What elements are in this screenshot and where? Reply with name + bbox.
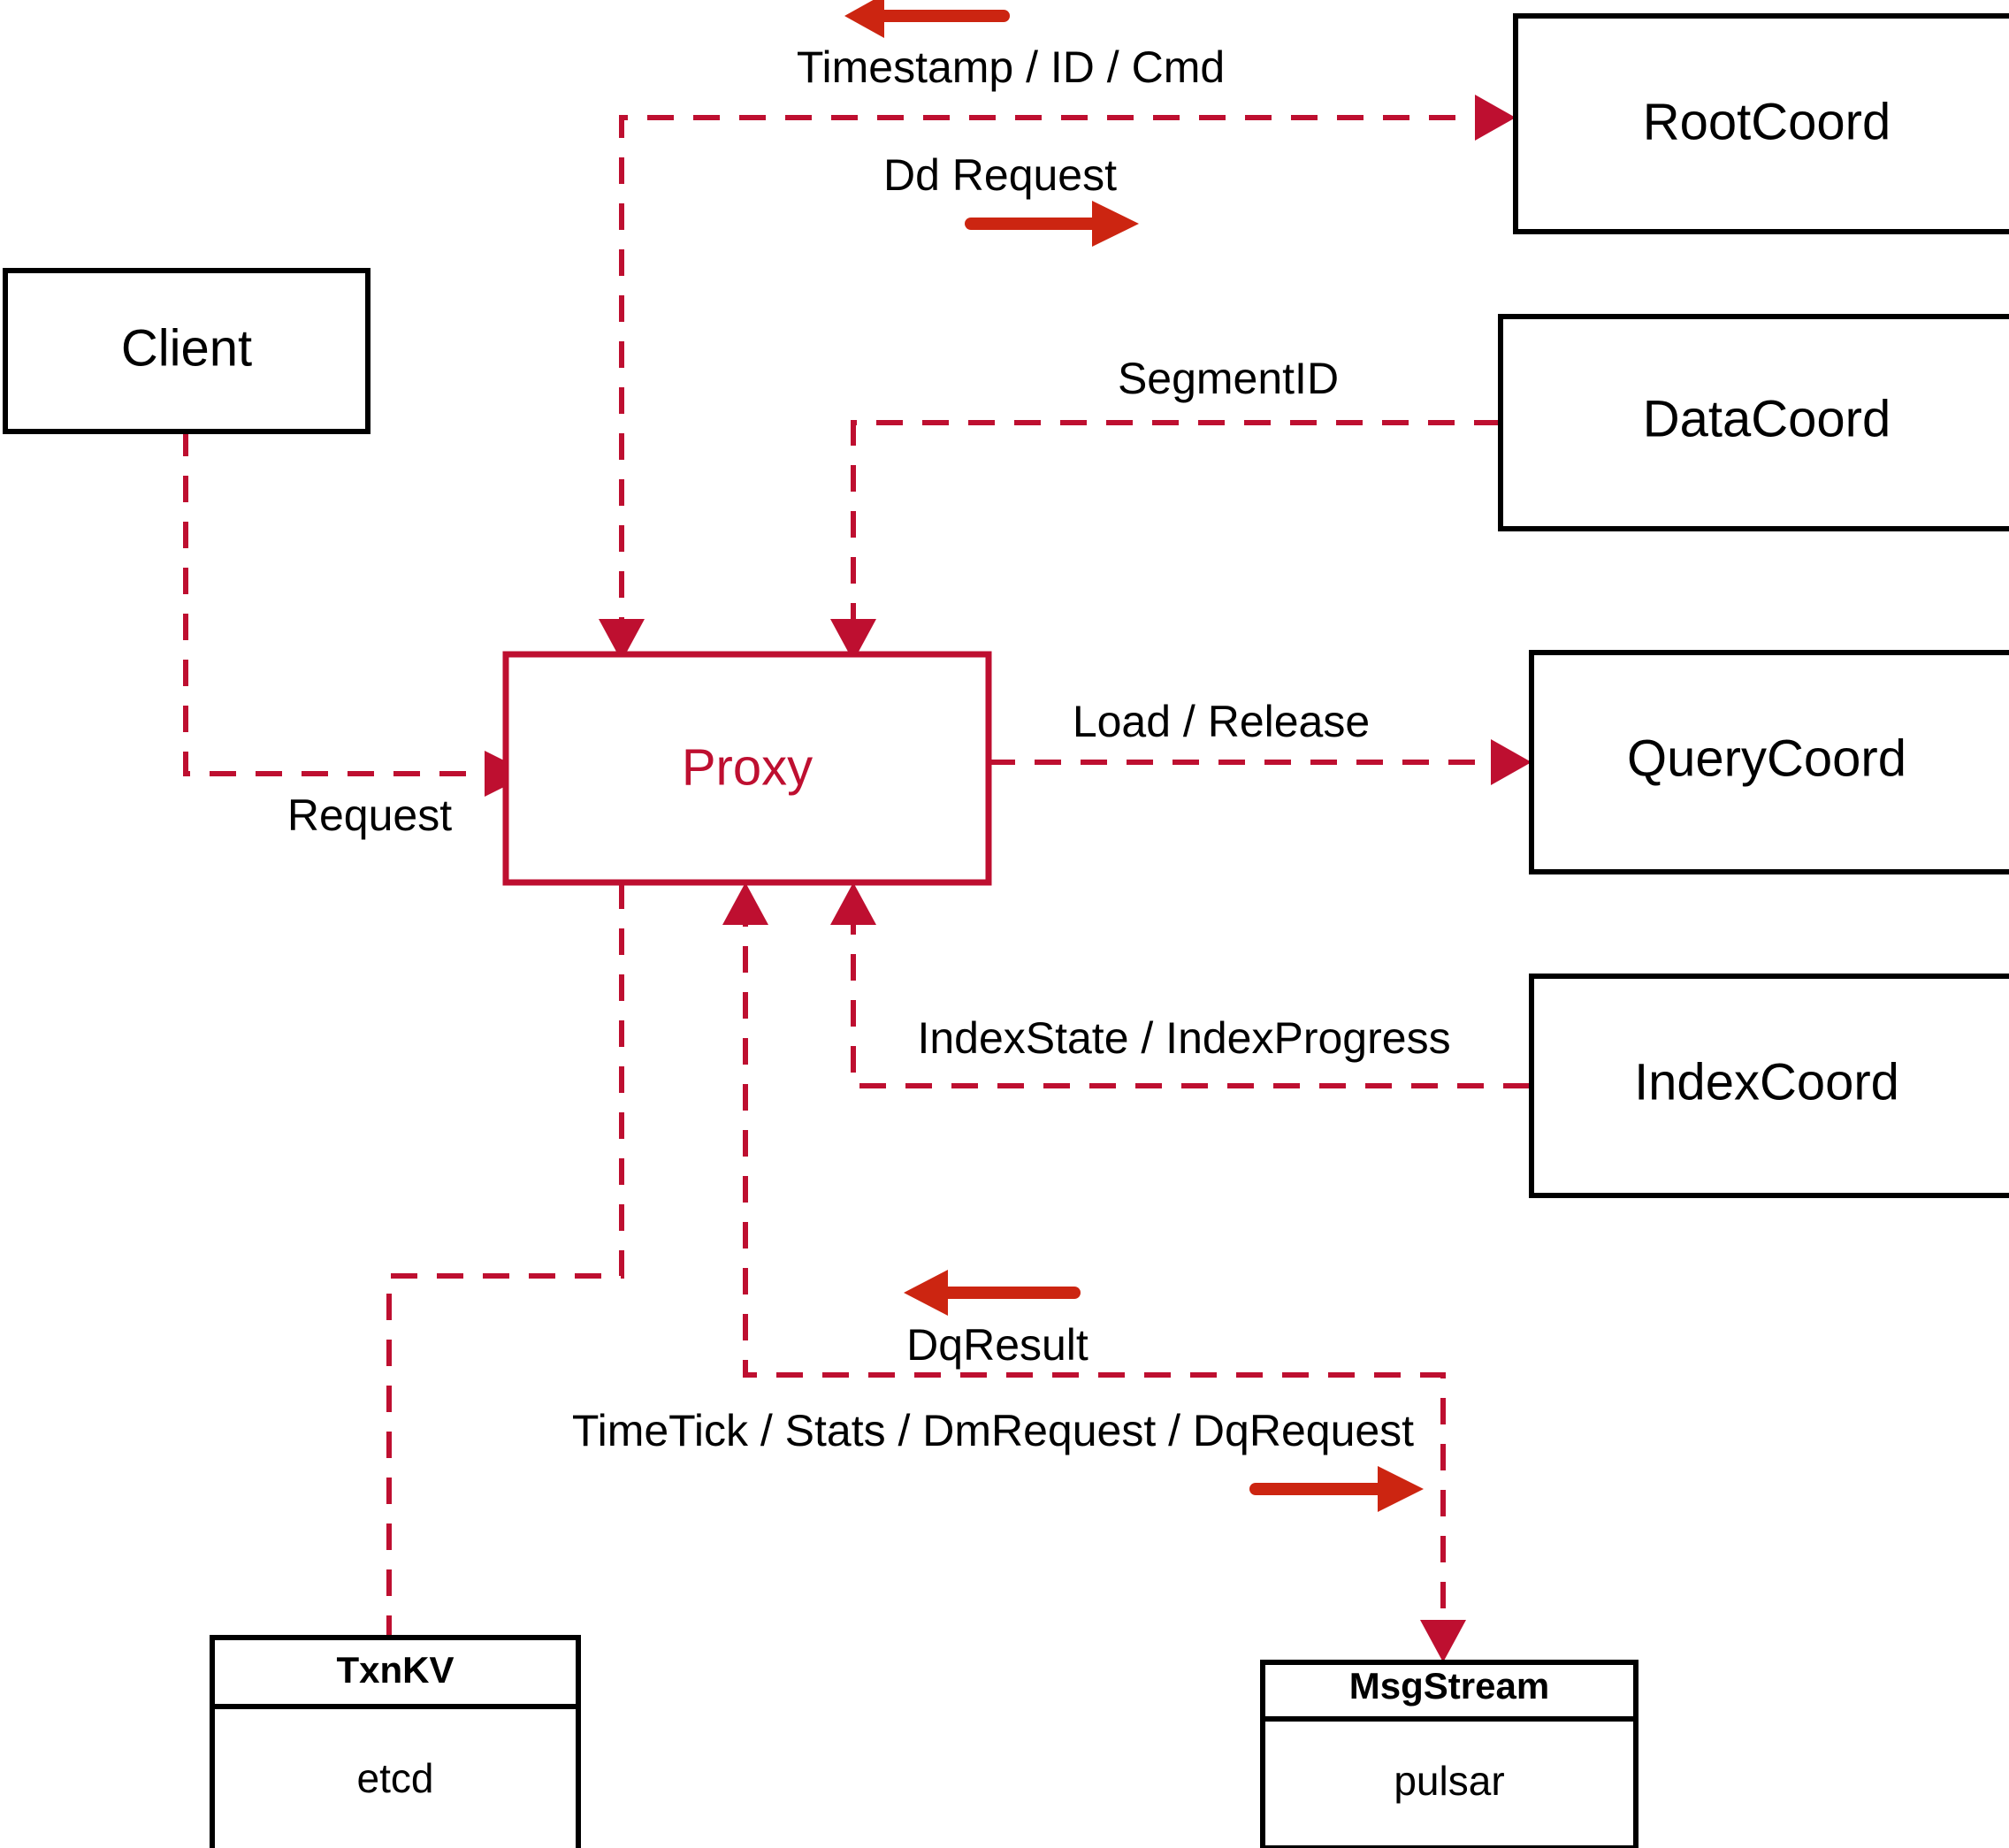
flow-arrow-dd-request-right	[965, 201, 1139, 247]
edge-label-request: Request	[287, 790, 452, 840]
edge-dd-request	[599, 95, 1516, 661]
node-datacoord-label: DataCoord	[1643, 390, 1891, 447]
node-txnkv-impl: etcd	[357, 1755, 434, 1801]
node-indexcoord[interactable]: IndexCoord	[1529, 974, 2009, 1198]
edge-label-load-release: Load / Release	[1073, 697, 1370, 746]
node-querycoord[interactable]: QueryCoord	[1529, 650, 2009, 874]
node-msgstream-title: MsgStream	[1349, 1665, 1549, 1707]
node-txnkv[interactable]: TxnKV etcd	[210, 1635, 581, 1848]
edge-segment-id	[830, 420, 1501, 661]
node-proxy[interactable]: Proxy	[502, 651, 992, 886]
node-msgstream[interactable]: MsgStream pulsar	[1260, 1660, 1639, 1848]
edge-label-segment-id: SegmentID	[1118, 354, 1339, 403]
edge-label-dd-request: Dd Request	[883, 150, 1117, 200]
node-querycoord-label: QueryCoord	[1627, 729, 1906, 787]
edge-request	[183, 430, 531, 797]
edge-msgstream-link	[722, 882, 1466, 1662]
edge-label-index-state-progress: IndexState / IndexProgress	[917, 1013, 1450, 1063]
node-client-label: Client	[121, 319, 252, 377]
node-txnkv-title: TxnKV	[336, 1649, 454, 1691]
node-client[interactable]: Client	[3, 268, 370, 434]
edge-label-dq-result: DqResult	[906, 1320, 1089, 1370]
flow-arrow-dqresult-left	[904, 1270, 1081, 1316]
node-msgstream-impl: pulsar	[1394, 1758, 1504, 1804]
node-datacoord[interactable]: DataCoord	[1498, 314, 2009, 531]
node-indexcoord-label: IndexCoord	[1634, 1053, 1899, 1111]
edge-load-release	[989, 739, 1532, 785]
edge-txnkv-link	[386, 882, 624, 1638]
flow-arrow-timestamp-left	[844, 0, 1010, 38]
node-rootcoord-label: RootCoord	[1643, 93, 1891, 150]
edge-index-state	[830, 882, 1530, 1088]
node-rootcoord[interactable]: RootCoord	[1513, 13, 2009, 234]
edge-label-timestamp-id-cmd: Timestamp / ID / Cmd	[797, 42, 1225, 92]
edge-label-timetick-stats: TimeTick / Stats / DmRequest / DqRequest	[572, 1406, 1414, 1455]
node-proxy-label: Proxy	[682, 738, 813, 796]
flow-arrow-timetick-right	[1249, 1466, 1424, 1512]
